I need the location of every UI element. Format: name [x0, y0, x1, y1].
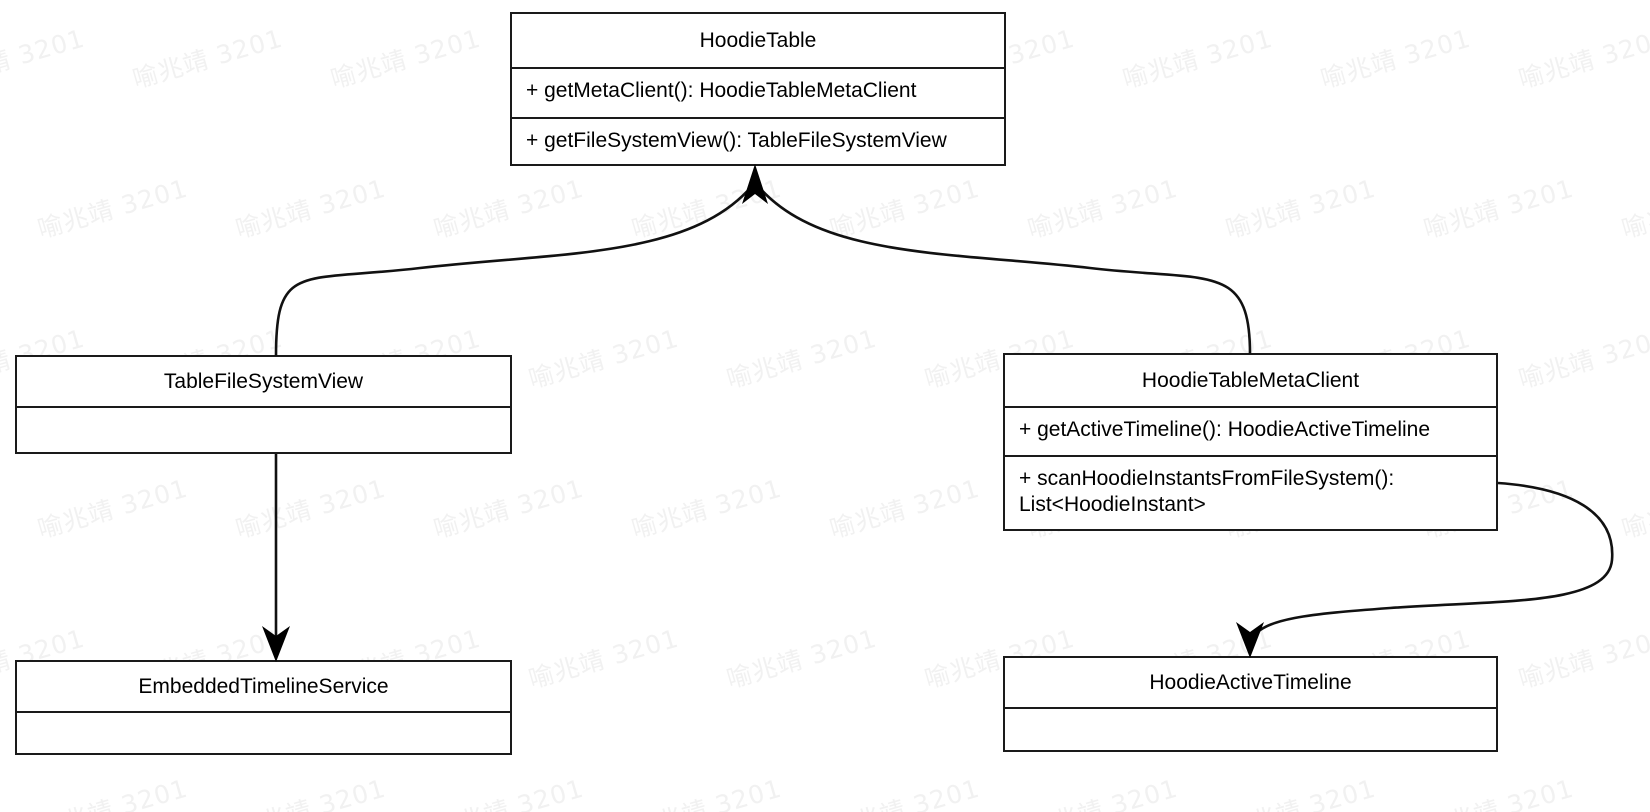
class-box-hoodie-active-timeline[interactable]: HoodieActiveTimeline — [1003, 656, 1498, 752]
class-name-embedded-timeline-service: EmbeddedTimelineService — [138, 674, 389, 698]
watermark-text: 喻兆靖 3201 — [1618, 174, 1650, 245]
class-member: + getMetaClient(): HoodieTableMetaClient — [526, 79, 917, 102]
arrowhead-icon-into-hoodie-table — [742, 164, 768, 204]
watermark-text: 喻兆靖 3201 — [628, 173, 786, 245]
members-compartment-hoodie-active-timeline — [1005, 707, 1496, 750]
class-name-table-file-system-view: TableFileSystemView — [163, 369, 364, 393]
watermark-text: 喻兆靖 3201 — [430, 173, 588, 245]
watermark-text: 喻兆靖 3201 — [1618, 474, 1650, 545]
watermark-text: 喻兆靖 3201 — [129, 23, 287, 95]
watermark-text: 喻兆靖 3201 — [1617, 769, 1650, 812]
class-box-hoodie-table[interactable]: HoodieTable + getMetaClient(): HoodieTab… — [510, 12, 1006, 166]
watermark-text: 喻兆靖 3201 — [628, 473, 786, 545]
class-box-embedded-timeline-service[interactable]: EmbeddedTimelineService — [15, 660, 512, 755]
members-compartment-hoodie-table-meta-client: + getActiveTimeline(): HoodieActiveTimel… — [1005, 406, 1496, 529]
watermark-text: 喻兆靖 3201 — [1222, 173, 1380, 245]
watermark-text: 喻兆靖 3201 — [723, 623, 881, 695]
class-box-hoodie-table-meta-client[interactable]: HoodieTableMetaClient + getActiveTimelin… — [1003, 353, 1498, 531]
members-compartment-embedded-timeline-service — [17, 711, 510, 753]
class-name-hoodie-table: HoodieTable — [699, 28, 817, 52]
watermark-text: 喻兆靖 3201 — [1119, 23, 1277, 95]
watermark-text: 喻兆靖 3201 — [34, 773, 192, 812]
watermark-text: 喻兆靖 3201 — [1515, 23, 1650, 95]
class-name-hoodie-table-meta-client: HoodieTableMetaClient — [1141, 368, 1360, 392]
watermark-text: 喻兆靖 3201 — [525, 323, 683, 395]
class-member: + getFileSystemView(): TableFileSystemVi… — [512, 117, 1004, 164]
watermark-text: 喻兆靖 3201 — [430, 473, 588, 545]
watermark-text: 喻兆靖 3201 — [1024, 173, 1182, 245]
watermark-text: 喻兆靖 3201 — [826, 173, 984, 245]
members-compartment-hoodie-table: + getMetaClient(): HoodieTableMetaClient… — [512, 67, 1004, 164]
watermark-text: 喻兆靖 3201 — [723, 323, 881, 395]
watermark-text: 喻兆靖 3201 — [1222, 773, 1380, 812]
watermark-text: 喻兆靖 3201 — [232, 773, 390, 812]
watermark-text: 喻兆靖 3201 — [1317, 23, 1475, 95]
relation-hoodie-table-meta-client-to-hoodie-table — [757, 185, 1252, 355]
arrowhead-icon-into-hoodie-active-timeline — [1236, 622, 1264, 658]
relation-table-file-system-view-to-hoodie-table — [274, 185, 753, 357]
members-compartment-table-file-system-view — [17, 406, 510, 452]
watermark-text: 喻兆靖 3201 — [1024, 773, 1182, 812]
watermark-text: 喻兆靖 3201 — [628, 773, 786, 812]
watermark-text: 喻兆靖 3201 — [1420, 173, 1578, 245]
watermark-text: 喻兆靖 3201 — [0, 23, 89, 95]
arrowhead-icon-into-embedded-timeline-service — [262, 626, 290, 662]
watermark-text: 喻兆靖 3201 — [1515, 623, 1650, 695]
watermark-text: 喻兆靖 3201 — [327, 23, 485, 95]
watermark-text: 喻兆靖 3201 — [34, 473, 192, 545]
watermark-text: 喻兆靖 3201 — [430, 773, 588, 812]
watermark-text: 喻兆靖 3201 — [1420, 773, 1578, 812]
class-box-table-file-system-view[interactable]: TableFileSystemView — [15, 355, 512, 454]
watermark-text: 喻兆靖 3201 — [826, 473, 984, 545]
watermark-text: 喻兆靖 3201 — [1515, 323, 1650, 395]
class-member: + getActiveTimeline(): HoodieActiveTimel… — [1019, 418, 1431, 441]
class-member: + scanHoodieInstantsFromFileSystem(): Li… — [1005, 455, 1496, 527]
watermark-text: 喻兆靖 3201 — [525, 623, 683, 695]
watermark-text: 喻兆靖 3201 — [826, 773, 984, 812]
watermark-text: 喻兆靖 3201 — [232, 173, 390, 245]
class-name-hoodie-active-timeline: HoodieActiveTimeline — [1149, 670, 1352, 694]
watermark-text: 喻兆靖 3201 — [232, 473, 390, 545]
watermark-text: 喻兆靖 3201 — [34, 173, 192, 245]
